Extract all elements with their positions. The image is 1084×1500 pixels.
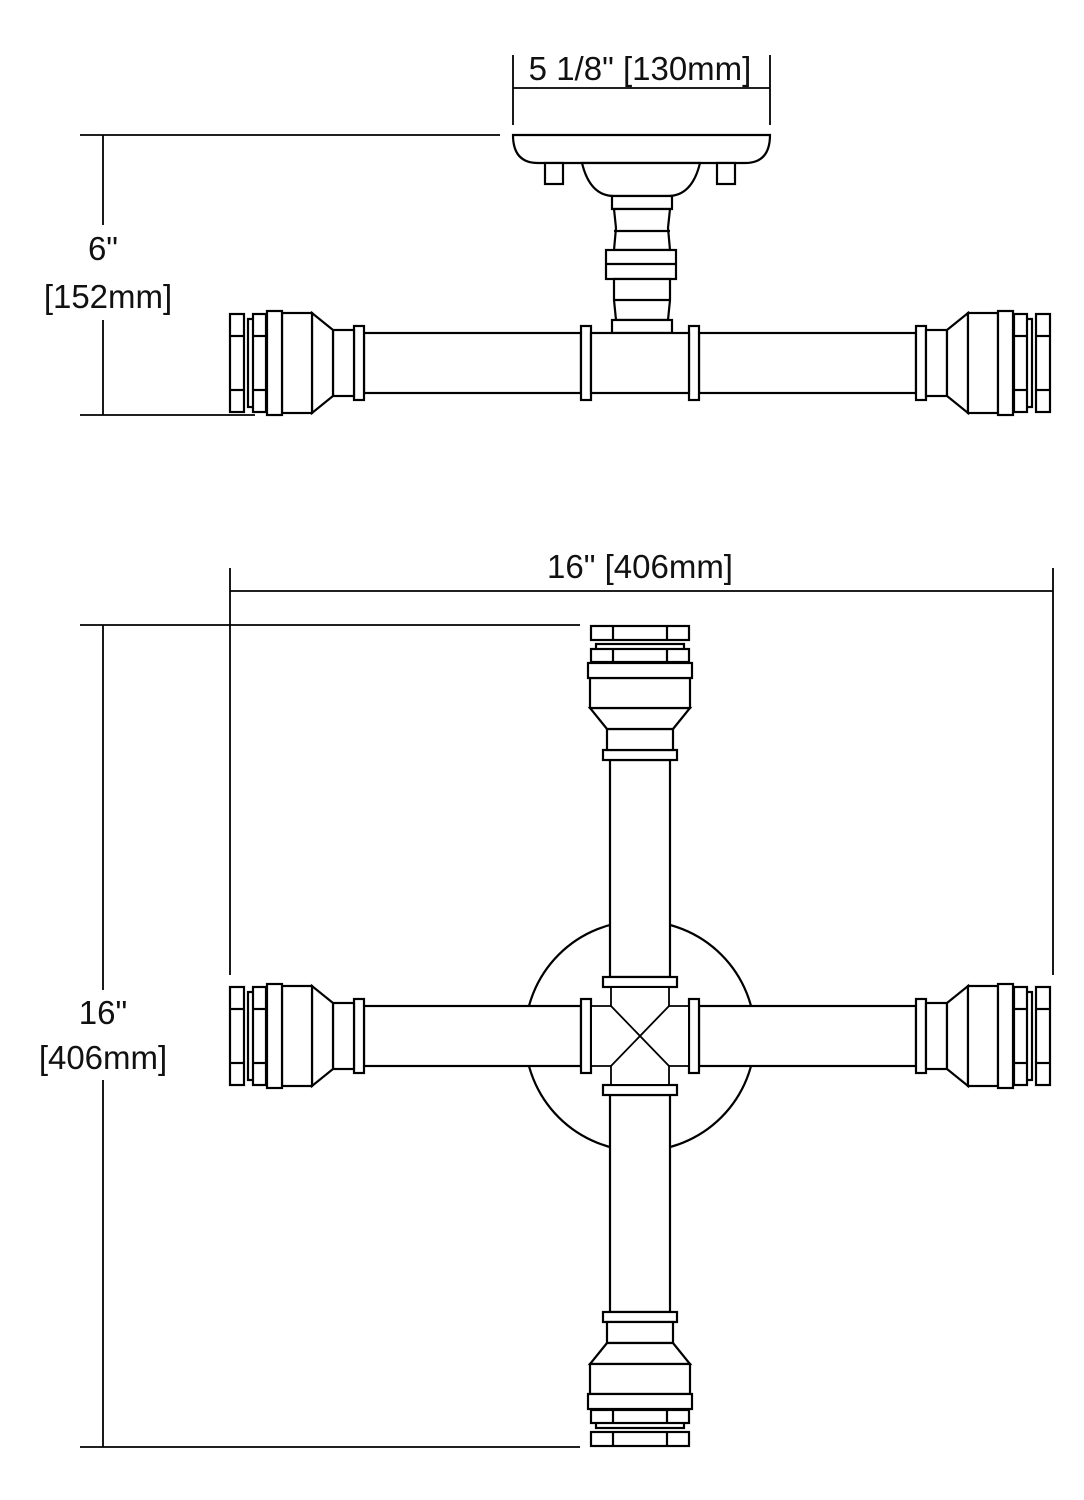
bottom-height-dimension: 16" [406mm] [25,624,580,1448]
bottom-width-dimension: 16" [406mm] [229,548,1054,975]
canopy-foot-right [715,161,737,186]
top-width-dimension: 5 1/8" [130mm] [512,50,771,125]
arm-left [228,309,593,417]
stem-upper [612,207,672,252]
top-height-label-in: 6" [88,230,118,267]
tee-fitting [589,331,691,395]
canopy-foot-left [543,161,565,186]
canopy-dome [580,161,702,198]
bottom-width-label: 16" [406mm] [547,548,733,585]
top-height-dimension: 6" [152mm] [44,134,500,416]
stem-collar-top [610,194,674,211]
side-view-fixture [228,133,1052,417]
bottom-height-label-in: 16" [79,994,127,1031]
top-width-label: 5 1/8" [130mm] [529,50,752,87]
top-down-view-fixture [228,624,1052,1448]
top-height-label-mm: [152mm] [44,278,172,315]
canopy [511,133,772,165]
arm-right [687,309,1052,417]
bottom-height-label-mm: [406mm] [39,1039,167,1076]
stem-collar-bottom [610,318,674,335]
